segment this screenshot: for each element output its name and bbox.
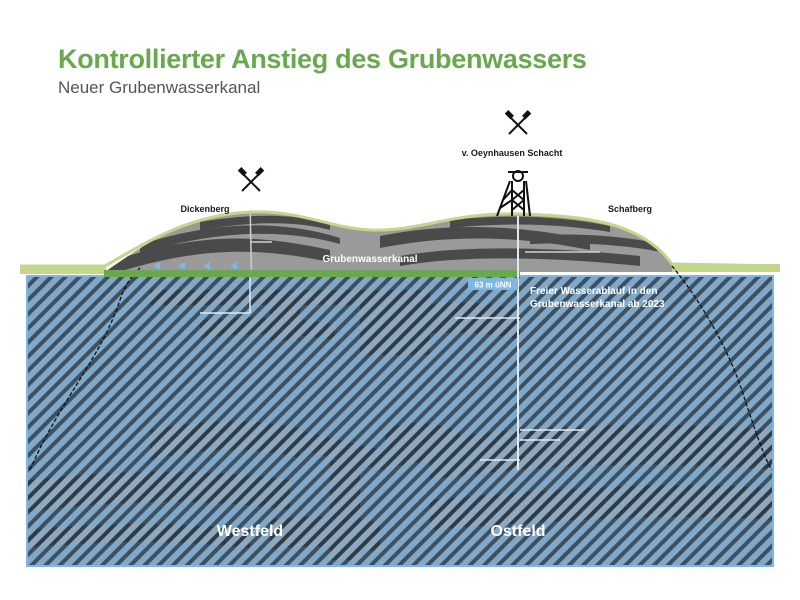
flow-arrows xyxy=(153,262,237,270)
svg-text:63 m üNN: 63 m üNN xyxy=(475,281,512,290)
crossed-hammers-icon xyxy=(237,167,265,192)
flooded-underground xyxy=(26,274,774,567)
west-field-label: Westfeld xyxy=(217,523,283,540)
schafberg-label: Schafberg xyxy=(608,204,652,214)
hill-surface xyxy=(20,210,781,272)
right-boundary-dashed xyxy=(671,265,773,471)
level-badge: 63 m üNN xyxy=(468,278,518,290)
ground-strip-right xyxy=(672,264,780,272)
left-boundary-dashed xyxy=(29,267,141,471)
outflow-text-line2: Grubenwasserkanal ab 2023 xyxy=(530,299,665,310)
grubenwasserkanal xyxy=(104,262,520,277)
page-subtitle: Neuer Grubenwasserkanal xyxy=(58,78,261,97)
crossed-hammers-icon xyxy=(504,110,532,135)
page-title: Kontrollierter Anstieg des Grubenwassers xyxy=(58,44,587,74)
outflow-text-line1: Freier Wasserablauf in den xyxy=(530,286,657,297)
ground-strip-left xyxy=(20,266,106,274)
east-field-label: Ostfeld xyxy=(490,523,545,540)
dickenberg-label: Dickenberg xyxy=(180,204,229,214)
mine-headframe-icon xyxy=(496,170,531,217)
shaft-label: v. Oeynhausen Schacht xyxy=(462,148,563,158)
canal-label: Grubenwasserkanal xyxy=(322,254,417,265)
